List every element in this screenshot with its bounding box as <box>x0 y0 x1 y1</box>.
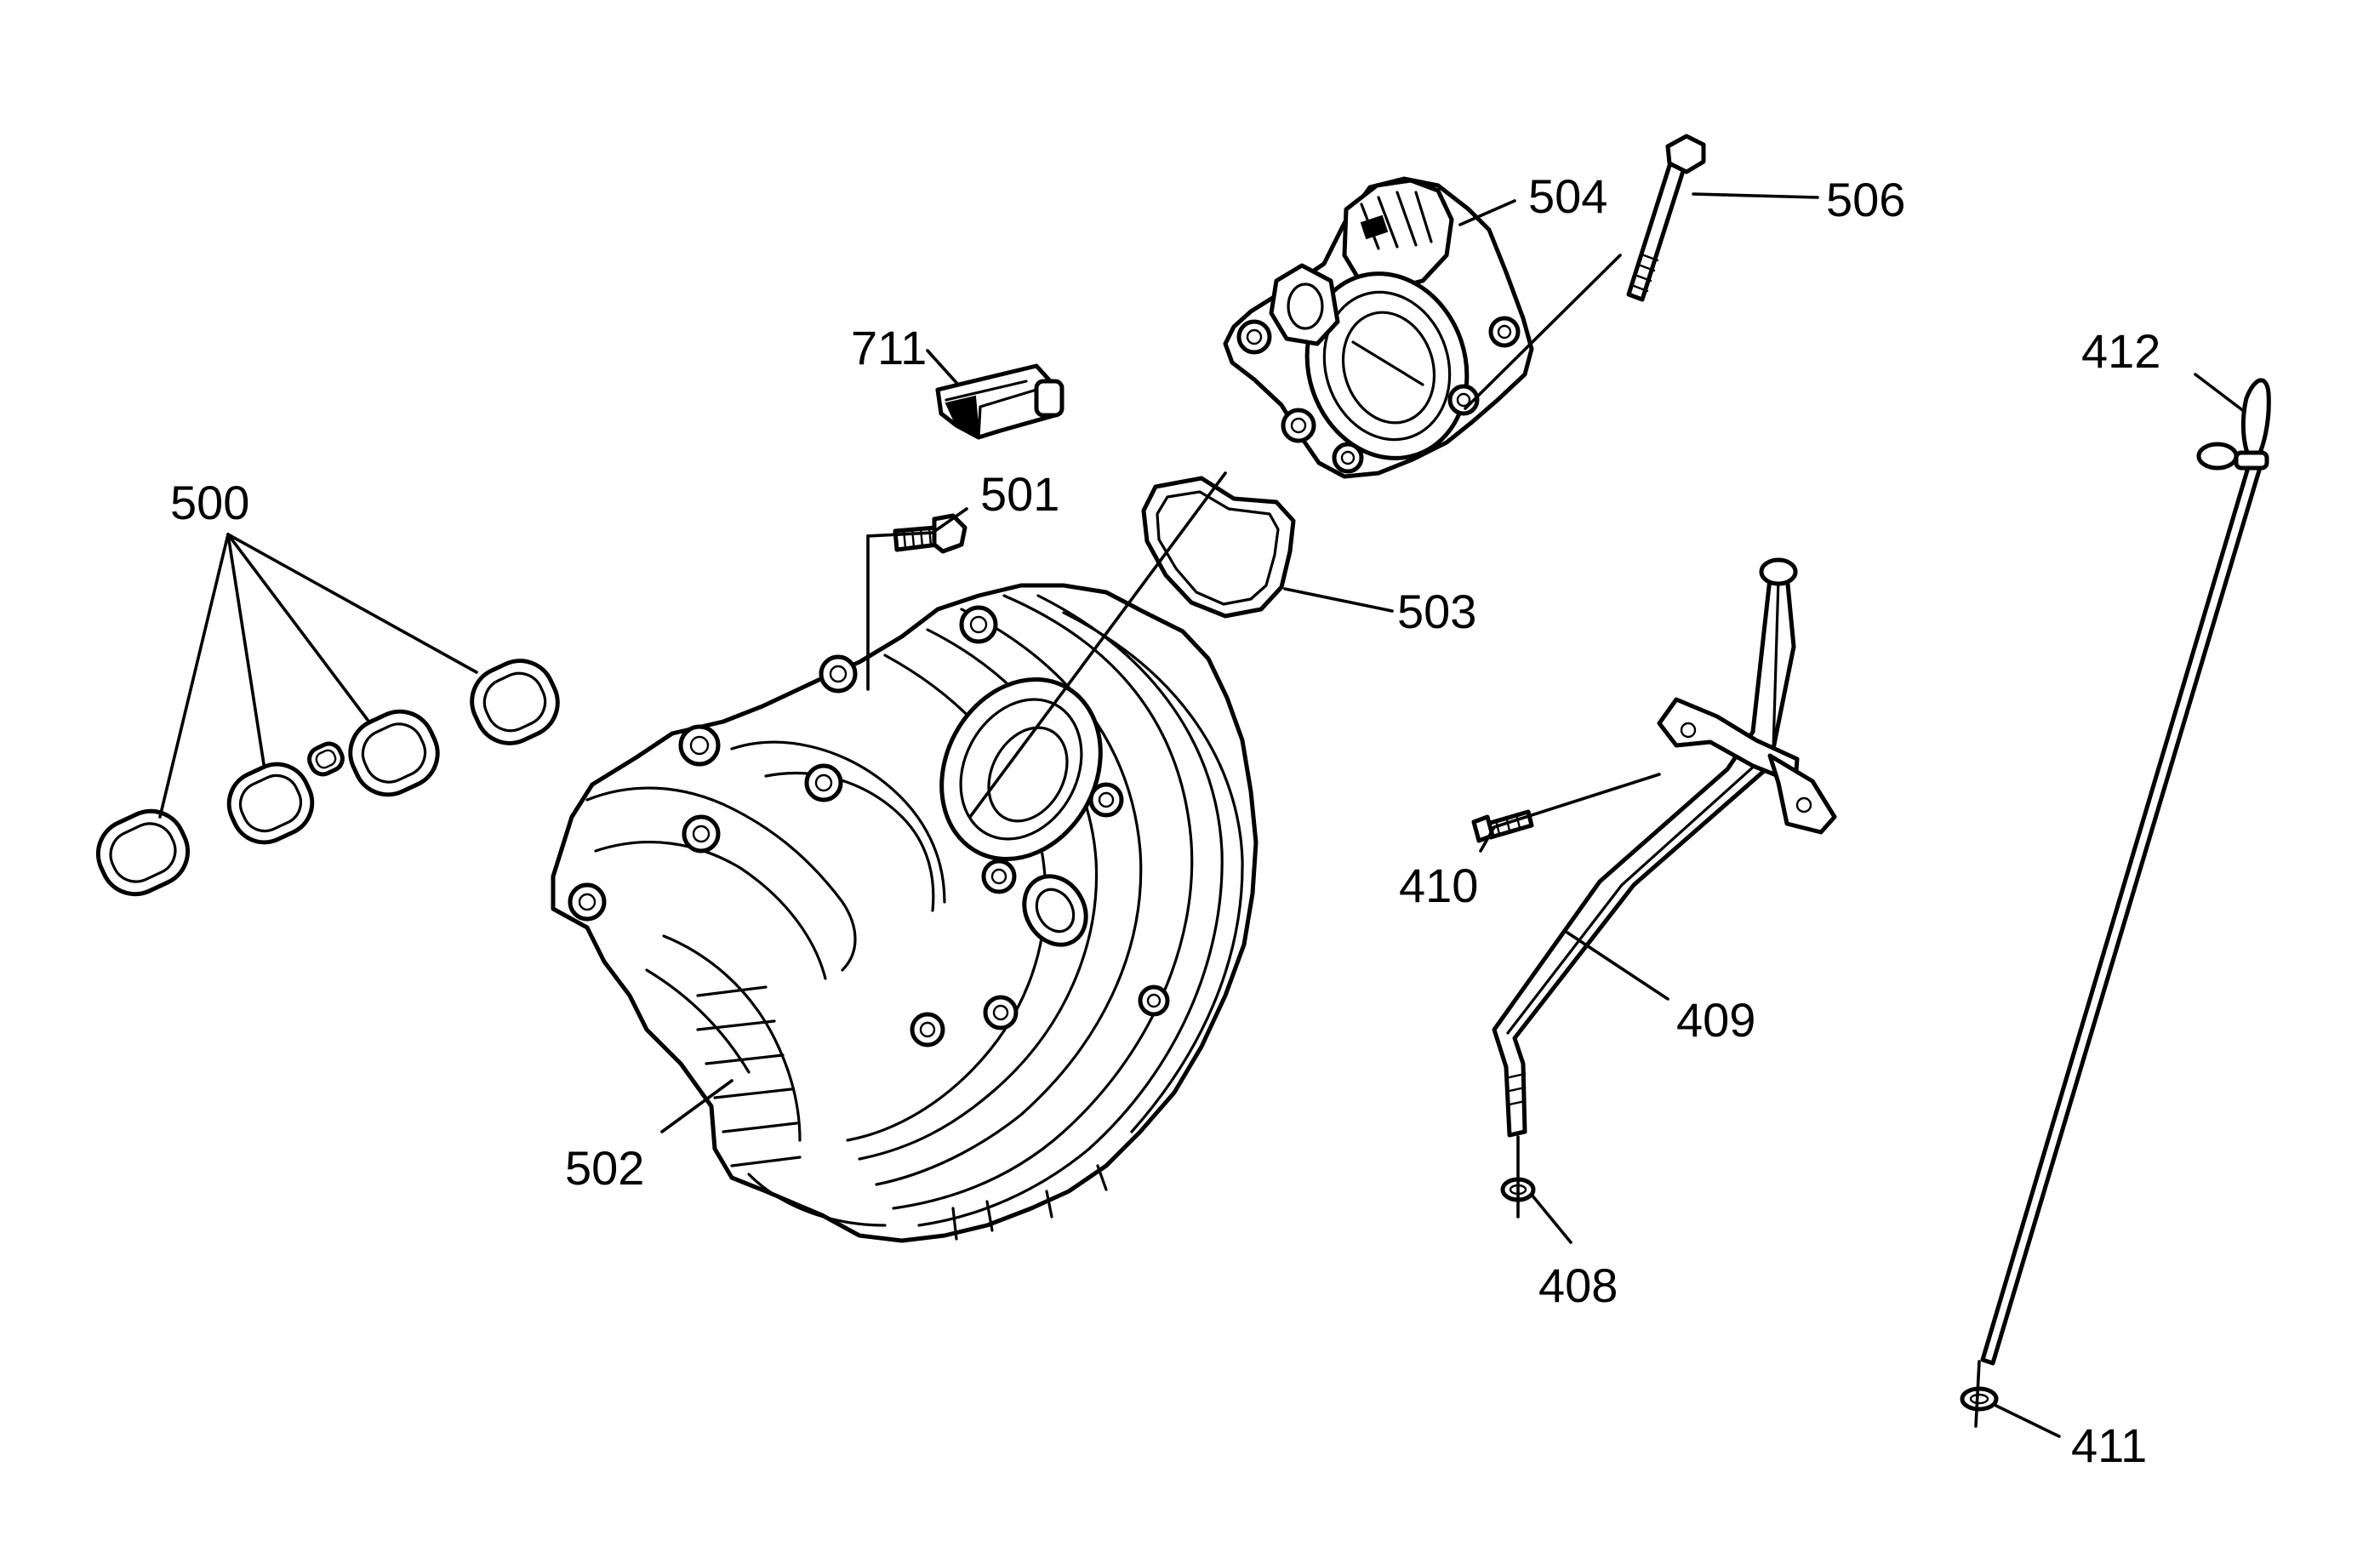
leader-409 <box>1566 931 1669 1001</box>
throttle-body-504 <box>1223 176 1534 479</box>
leader-410 <box>1479 773 1661 853</box>
leader-411-axis <box>1974 1360 1981 1428</box>
leader-412 <box>2194 373 2246 414</box>
leader-500-c <box>226 533 369 722</box>
leader-506-axis <box>1464 254 1622 410</box>
leader-506 <box>1692 192 1819 199</box>
intake-port-gaskets <box>95 659 560 897</box>
callout-502: 502 <box>565 1141 644 1195</box>
leader-501 <box>866 507 968 691</box>
throttle-body-gasket-503 <box>1141 476 1296 619</box>
gasket-ring-1 <box>95 808 191 897</box>
callout-409: 409 <box>1676 993 1755 1047</box>
dipstick-tube-409 <box>1492 557 1837 1138</box>
leader-503 <box>1283 587 1394 613</box>
callout-411: 411 <box>2071 1418 2147 1472</box>
sensor-711 <box>935 363 1064 440</box>
leader-408 <box>1530 1193 1572 1244</box>
gasket-ring-4 <box>470 659 560 745</box>
leader-500-a <box>158 533 230 819</box>
callout-711: 711 <box>851 321 927 374</box>
gasket-small-ring <box>307 741 345 777</box>
intake-manifold-502 <box>551 583 1258 1243</box>
leader-711 <box>926 349 960 386</box>
gasket-ring-2 <box>226 762 315 845</box>
callout-501: 501 <box>980 467 1059 521</box>
leader-500-b <box>226 533 265 766</box>
leader-504 <box>1458 199 1516 226</box>
leader-500-d <box>226 533 478 674</box>
callout-410: 410 <box>1399 859 1478 912</box>
callout-412: 412 <box>2081 324 2160 378</box>
bolt-506 <box>1626 134 1706 302</box>
leader-lines <box>158 192 2246 1438</box>
callout-504: 504 <box>1528 169 1607 223</box>
gasket-ring-3 <box>348 709 440 797</box>
callout-500: 500 <box>170 476 249 529</box>
callouts: 500 501 502 503 504 506 711 410 409 408 … <box>170 169 2160 1472</box>
leader-411 <box>1995 1404 2061 1438</box>
bolt-410 <box>1471 809 1534 843</box>
callout-503: 503 <box>1397 585 1476 638</box>
dipstick-seal-411 <box>1960 1386 1999 1412</box>
leader-503-axis <box>968 471 1227 819</box>
leader-502 <box>660 1079 733 1133</box>
dipstick-412 <box>1980 378 2271 1366</box>
callout-408: 408 <box>1538 1259 1618 1312</box>
callout-506: 506 <box>1826 173 1905 226</box>
